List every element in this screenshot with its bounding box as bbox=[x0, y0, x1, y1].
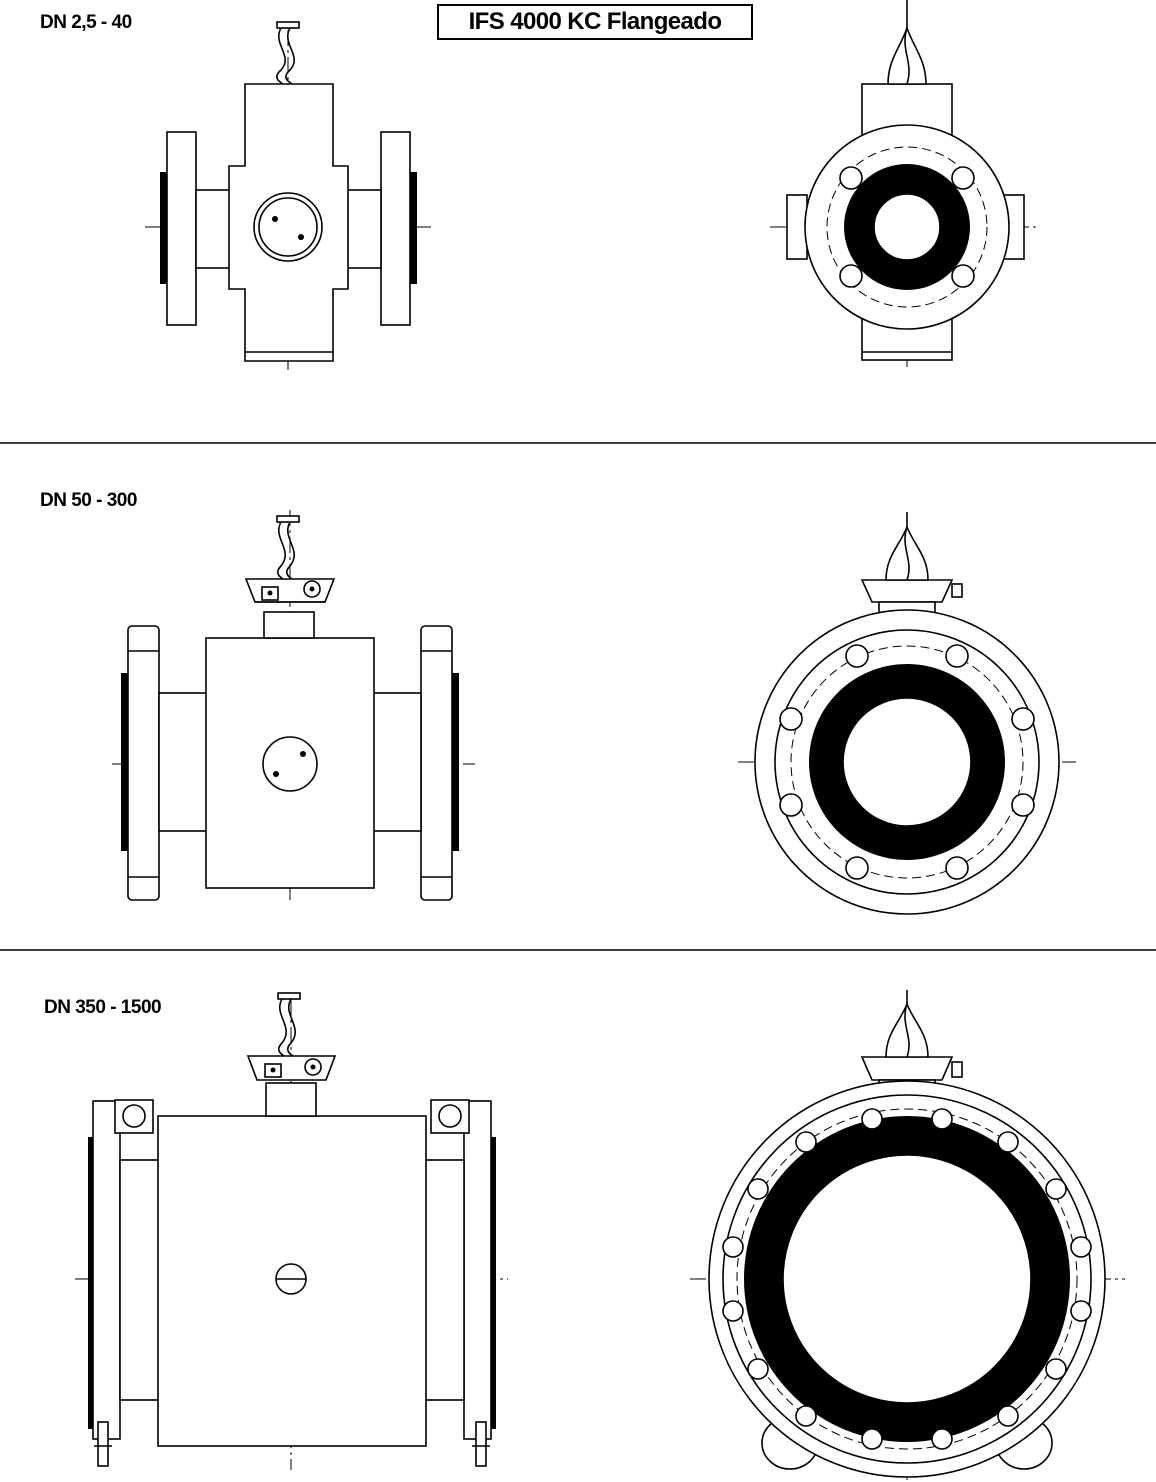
section-label-dn-2-5-40: DN 2,5 - 40 bbox=[40, 12, 132, 33]
section-label-dn-50-300: DN 50 - 300 bbox=[40, 490, 137, 511]
side-view-medium bbox=[112, 510, 475, 901]
side-view-small bbox=[145, 21, 435, 372]
section-label-dn-350-1500: DN 350 - 1500 bbox=[44, 997, 162, 1018]
bolt-holes bbox=[722, 1108, 1092, 1450]
drawing-title: IFS 4000 KC Flangeado bbox=[437, 4, 753, 40]
front-view-large bbox=[690, 990, 1125, 1480]
side-view-large bbox=[75, 992, 508, 1470]
front-view-small bbox=[770, 0, 1040, 370]
front-view-medium bbox=[738, 512, 1076, 915]
